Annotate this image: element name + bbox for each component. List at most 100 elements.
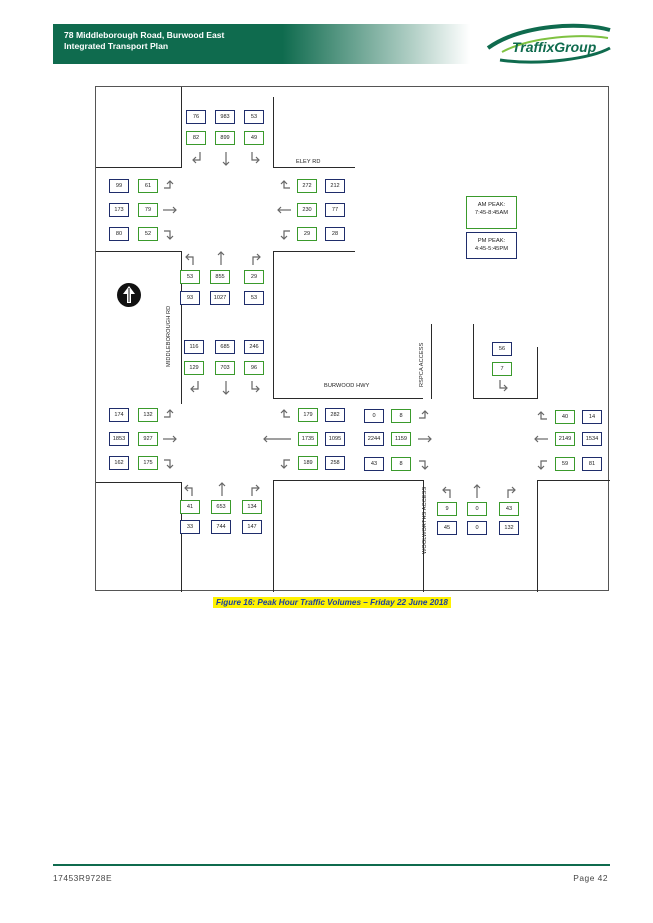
left-turn-arrow-icon <box>185 253 194 265</box>
volume-box: 282 <box>325 408 345 422</box>
volume-box: 162 <box>109 456 129 470</box>
left-turn-arrow-icon <box>280 230 290 240</box>
road-edge <box>273 251 355 252</box>
left-turn-arrow-icon <box>280 459 290 469</box>
volume-box: 129 <box>184 361 204 375</box>
left-turn-arrow-icon <box>184 484 193 496</box>
volume-box: 59 <box>555 457 575 471</box>
through-arrow-icon <box>534 435 548 443</box>
left-turn-arrow-icon <box>537 460 547 470</box>
road-label-rspca: RSPCA ACCESS <box>419 342 425 387</box>
left-turn-arrow-icon <box>192 152 201 164</box>
volume-box: 81 <box>582 457 602 471</box>
volume-box: 76 <box>186 110 206 124</box>
volume-box: 272 <box>297 179 317 193</box>
volume-box: 29 <box>244 270 264 284</box>
right-turn-arrow-icon <box>419 460 429 470</box>
right-turn-arrow-icon <box>280 180 290 189</box>
legend-pm: PM PEAK: 4:45-5:45PM <box>466 232 517 259</box>
volume-box: 147 <box>242 520 262 534</box>
logo-text: TraffixGroup <box>512 39 597 55</box>
volume-box: 246 <box>244 340 264 354</box>
volume-box: 653 <box>211 500 231 514</box>
road-edge <box>473 398 537 399</box>
through-arrow-icon <box>473 484 481 498</box>
volume-box: 8 <box>391 409 411 423</box>
road-edge <box>273 251 274 399</box>
right-turn-arrow-icon <box>251 381 260 393</box>
road-label-woolworths: WOOLWORTHS ACCESS <box>422 486 428 554</box>
road-edge <box>537 480 538 592</box>
volume-box: 96 <box>244 361 264 375</box>
legend-am-time: 7:45-8:45AM <box>474 210 509 216</box>
road-edge <box>423 480 424 592</box>
volume-box: 983 <box>215 110 235 124</box>
road-label-burwood: BURWOOD HWY <box>324 383 370 389</box>
road-edge <box>96 251 181 252</box>
volume-box: 9 <box>437 502 457 516</box>
right-turn-arrow-icon <box>164 459 174 469</box>
through-arrow-icon <box>222 381 230 395</box>
volume-box: 99 <box>109 179 129 193</box>
through-arrow-icon <box>277 206 291 214</box>
traffic-volume-diagram: ELEY RD BURWOOD HWY MIDDLEBOROUGH RD RSP… <box>95 86 610 592</box>
volume-box: 43 <box>499 502 519 516</box>
right-turn-arrow-icon <box>251 484 260 496</box>
header-band <box>53 24 470 64</box>
north-arrow-icon <box>117 283 141 307</box>
volume-box: 43 <box>364 457 384 471</box>
left-turn-arrow-icon <box>442 486 451 498</box>
volume-box: 53 <box>180 270 200 284</box>
road-edge <box>537 480 610 481</box>
through-arrow-icon <box>163 206 177 214</box>
road-edge <box>431 324 432 399</box>
volume-box: 116 <box>184 340 204 354</box>
left-turn-arrow-icon <box>419 410 429 419</box>
road-label-eley: ELEY RD <box>296 159 321 165</box>
volume-box: 703 <box>215 361 235 375</box>
road-label-middleborough: MIDDLEBOROUGH RD <box>166 305 172 367</box>
volume-box: 2149 <box>555 432 575 446</box>
right-turn-arrow-icon <box>280 409 290 418</box>
volume-box: 82 <box>186 131 206 145</box>
volume-box: 8 <box>391 457 411 471</box>
header-title: 78 Middleborough Road, Burwood East <box>64 30 225 40</box>
road-edge <box>181 482 182 592</box>
left-turn-arrow-icon <box>164 409 174 418</box>
volume-box: 61 <box>138 179 158 193</box>
volume-box: 855 <box>210 270 230 284</box>
volume-box: 53 <box>244 110 264 124</box>
volume-box: 49 <box>244 131 264 145</box>
volume-box: 1159 <box>391 432 411 446</box>
volume-box: 258 <box>325 456 345 470</box>
volume-box: 0 <box>364 409 384 423</box>
volume-box: 744 <box>211 520 231 534</box>
through-arrow-icon <box>217 251 225 265</box>
volume-box: 29 <box>297 227 317 241</box>
volume-box: 0 <box>467 521 487 535</box>
legend-am: AM PEAK: 7:45-8:45AM <box>466 196 517 229</box>
through-arrow-icon <box>263 435 291 443</box>
right-turn-arrow-icon <box>252 253 261 265</box>
road-edge <box>96 482 181 483</box>
road-edge <box>181 251 182 404</box>
volume-box: 28 <box>325 227 345 241</box>
volume-box: 132 <box>499 521 519 535</box>
left-turn-arrow-icon <box>164 180 174 189</box>
header-subtitle: Integrated Transport Plan <box>64 41 169 51</box>
volume-box: 45 <box>437 521 457 535</box>
volume-box: 33 <box>180 520 200 534</box>
volume-box: 40 <box>555 410 575 424</box>
left-turn-arrow-icon <box>190 381 199 393</box>
right-turn-arrow-icon <box>164 230 174 240</box>
volume-box: 52 <box>138 227 158 241</box>
through-arrow-icon <box>418 435 432 443</box>
volume-box: 179 <box>298 408 318 422</box>
volume-box: 134 <box>242 500 262 514</box>
volume-box: 2244 <box>364 432 384 446</box>
volume-box: 1534 <box>582 432 602 446</box>
volume-box: 212 <box>325 179 345 193</box>
road-edge <box>273 167 355 168</box>
volume-box: 1735 <box>298 432 318 446</box>
volume-box: 132 <box>138 408 158 422</box>
